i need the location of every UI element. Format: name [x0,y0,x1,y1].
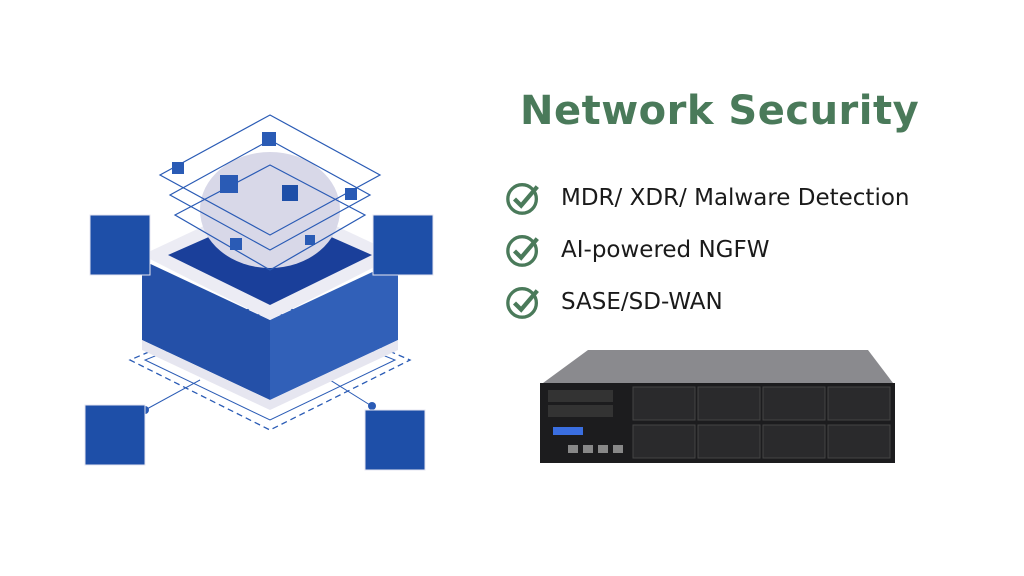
feature-label: SASE/SD-WAN [561,289,723,315]
feature-item: SASE/SD-WAN [505,276,909,328]
feature-label: AI-powered NGFW [561,237,770,263]
check-circle-icon [506,287,539,319]
check-circle-icon [506,235,539,267]
check-circle-icon [506,183,539,215]
page-title: Network Security [520,88,920,134]
feature-label: MDR/ XDR/ Malware Detection [561,185,910,211]
ai-network-illustration [80,110,460,480]
feature-item: MDR/ XDR/ Malware Detection [505,172,909,224]
feature-item: AI-powered NGFW [505,224,909,276]
feature-list: MDR/ XDR/ Malware Detection AI-powered N… [505,172,909,328]
network-appliance-image [538,345,898,465]
